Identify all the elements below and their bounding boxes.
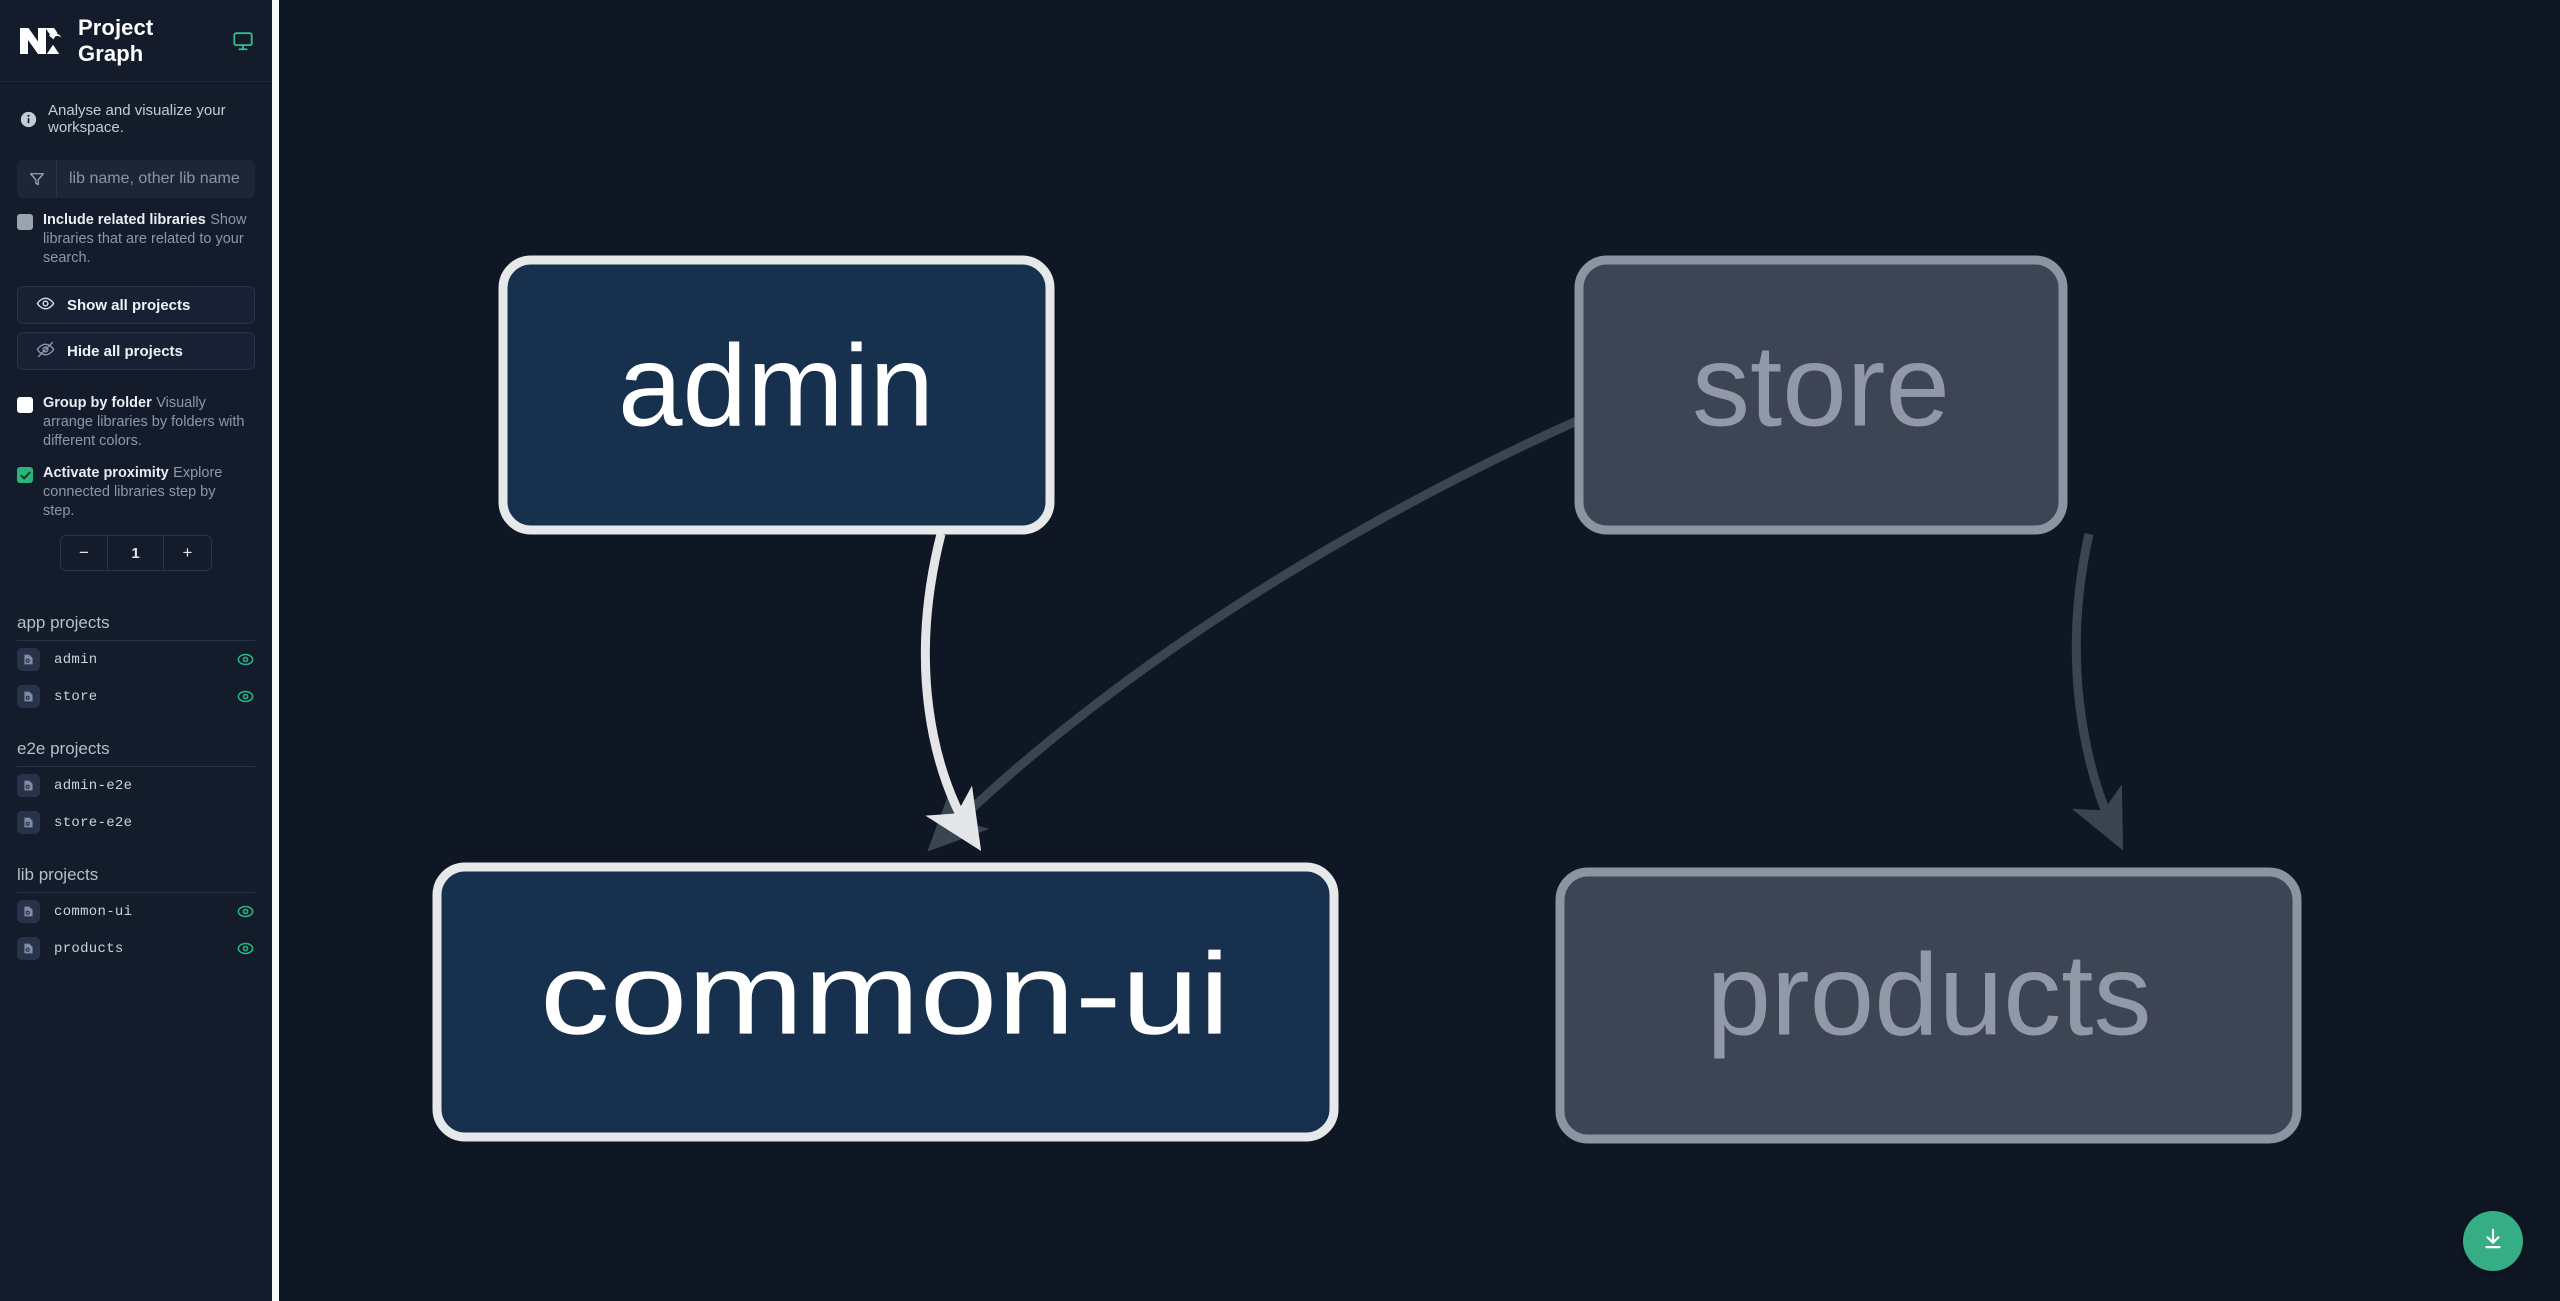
project-row-store-e2e[interactable]: store-e2e	[17, 804, 255, 841]
option-description: Visually arrange libraries by folders wi…	[43, 395, 245, 449]
project-icon	[17, 811, 40, 834]
eye-visible-icon[interactable]	[236, 687, 255, 706]
group-title: app projects	[17, 613, 255, 641]
include-related-checkbox[interactable]	[17, 214, 33, 230]
edge-store-to-products	[2071, 533, 2124, 851]
node-products-label: products	[1707, 930, 2152, 1060]
info-icon	[20, 111, 37, 128]
project-name: admin	[54, 651, 98, 668]
graph-svg: admin store common-ui products	[432, 255, 2302, 1144]
project-group-e2e: e2e projects admin-e2e store-e2e	[0, 739, 272, 841]
project-row-admin-e2e[interactable]: admin-e2e	[17, 767, 255, 804]
project-icon	[17, 648, 40, 671]
graph-node-store[interactable]: store	[1574, 255, 2068, 535]
tagline: Analyse and visualize your workspace.	[0, 82, 272, 152]
node-common-ui-label: common-ui	[540, 929, 1230, 1059]
spacer	[0, 841, 272, 865]
filter-icon	[17, 160, 57, 198]
edge-admin-to-common-ui	[920, 532, 982, 851]
sidebar: Project Graph Analyse and visualize your…	[0, 0, 272, 1301]
spacer	[0, 715, 272, 739]
node-common-ui-box[interactable]	[432, 862, 1339, 1142]
monitor-icon[interactable]	[232, 30, 254, 52]
eye-off-icon	[36, 340, 55, 363]
download-icon	[2480, 1226, 2506, 1257]
project-icon	[17, 774, 40, 797]
search-bar[interactable]	[17, 160, 255, 198]
graph-node-products[interactable]: products	[1555, 867, 2302, 1144]
option-group-by-folder[interactable]: Group by folder Visually arrange librari…	[0, 370, 272, 451]
bulk-visibility-buttons: Show all projects Hide all projects	[0, 268, 272, 370]
option-label: Activate proximity	[43, 465, 169, 481]
project-name: store-e2e	[54, 814, 133, 831]
project-name: common-ui	[54, 903, 133, 920]
project-row-store[interactable]: store	[17, 678, 255, 715]
option-description: Show libraries that are related to your …	[43, 212, 247, 266]
proximity-decrement-button[interactable]: −	[61, 536, 108, 570]
node-store-label: store	[1692, 321, 1950, 451]
node-admin-box[interactable]	[498, 255, 1055, 535]
option-label: Include related libraries	[43, 212, 206, 228]
eye-icon	[36, 294, 55, 317]
tagline-text: Analyse and visualize your workspace.	[48, 102, 226, 136]
hide-all-projects-button[interactable]: Hide all projects	[17, 332, 255, 370]
activate-proximity-checkbox[interactable]	[17, 467, 33, 483]
download-image-button[interactable]	[2463, 1211, 2523, 1271]
sidebar-header: Project Graph	[0, 0, 272, 82]
graph-node-admin[interactable]: admin	[498, 255, 1055, 535]
project-name: products	[54, 940, 124, 957]
hide-all-projects-label: Hide all projects	[67, 342, 183, 360]
project-group-app: app projects admin store	[0, 613, 272, 715]
option-activate-proximity[interactable]: Activate proximity Explore connected lib…	[0, 451, 272, 521]
page-title: Project Graph	[78, 14, 154, 66]
project-row-common-ui[interactable]: common-ui	[17, 893, 255, 930]
graph-node-common-ui[interactable]: common-ui	[432, 862, 1339, 1142]
group-by-folder-checkbox[interactable]	[17, 397, 33, 413]
show-all-projects-label: Show all projects	[67, 296, 191, 314]
proximity-stepper: − 1 +	[60, 535, 212, 571]
proximity-stepper-wrap: − 1 +	[0, 521, 272, 571]
project-group-lib: lib projects common-ui products	[0, 865, 272, 967]
node-admin-label: admin	[618, 321, 934, 451]
option-include-related-libraries[interactable]: Include related libraries Show libraries…	[0, 198, 272, 268]
project-icon	[17, 685, 40, 708]
sidebar-resizer[interactable]	[272, 0, 279, 1301]
eye-visible-icon[interactable]	[236, 650, 255, 669]
eye-visible-icon[interactable]	[236, 902, 255, 921]
project-name: admin-e2e	[54, 777, 133, 794]
graph-canvas[interactable]: admin store common-ui products	[279, 0, 2560, 1301]
project-icon	[17, 900, 40, 923]
node-products-box[interactable]	[1555, 867, 2302, 1144]
option-description: Explore connected libraries step by step…	[43, 465, 223, 519]
project-row-products[interactable]: products	[17, 930, 255, 967]
node-store-box[interactable]	[1574, 255, 2068, 535]
proximity-increment-button[interactable]: +	[182, 543, 193, 562]
group-title: e2e projects	[17, 739, 255, 767]
proximity-value: 1	[108, 536, 164, 570]
project-row-admin[interactable]: admin	[17, 641, 255, 678]
project-icon	[17, 937, 40, 960]
project-name: store	[54, 688, 98, 705]
search-input[interactable]	[57, 160, 255, 198]
option-label: Group by folder	[43, 395, 152, 411]
group-title: lib projects	[17, 865, 255, 893]
graph-nodes: admin store common-ui products	[432, 255, 2302, 1144]
eye-visible-icon[interactable]	[236, 939, 255, 958]
show-all-projects-button[interactable]: Show all projects	[17, 286, 255, 324]
nx-logo-icon	[18, 20, 64, 62]
